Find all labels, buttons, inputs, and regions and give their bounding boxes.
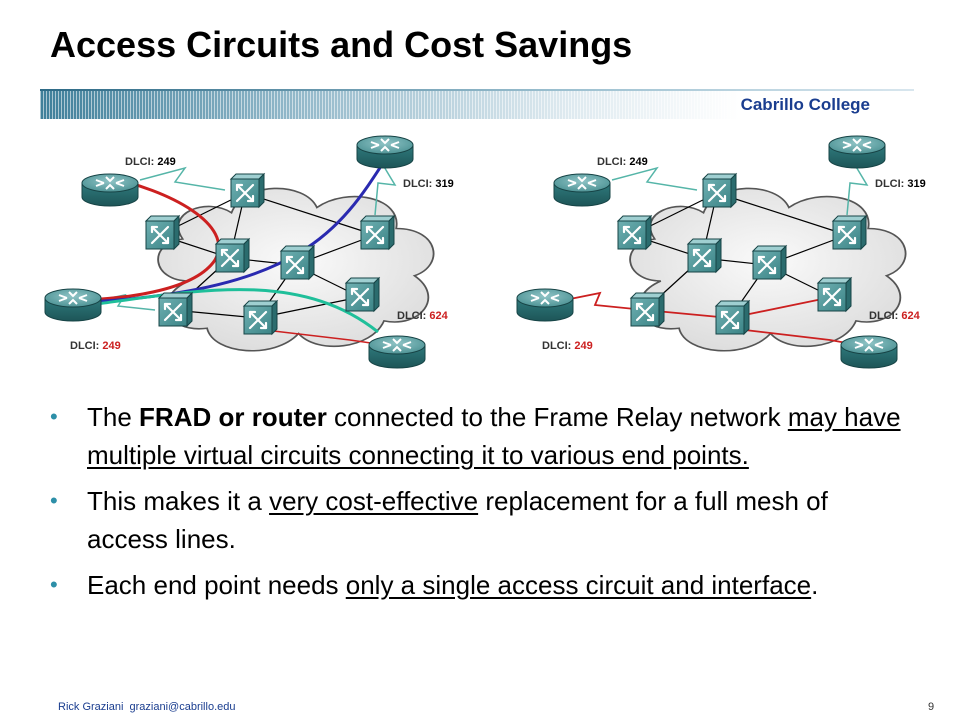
banner-topline [40, 89, 914, 91]
left-router-top-right [356, 135, 414, 169]
banner-stripes [40, 89, 914, 119]
left-diagram: DLCI: 249 DLCI: 319 DLCI: 624 DLCI: 249 [44, 135, 454, 369]
right-dlci-label-2: DLCI: 319 [875, 178, 926, 190]
left-vc-green [89, 288, 379, 334]
bullet-marker: • [50, 404, 58, 429]
right-switch-5 [831, 214, 868, 251]
left-dlci-label-3: DLCI: 624 [397, 310, 449, 322]
bullet-text: Each end point needs only a single acces… [87, 570, 819, 600]
right-switch-4 [751, 244, 788, 281]
left-switch-1 [229, 172, 266, 209]
bullet-marker: • [50, 572, 58, 597]
underlined-text: only a single access circuit and interfa… [345, 570, 812, 600]
underlined-text: may have multiple virtual circuits conne… [87, 402, 901, 470]
left-switch-5 [359, 214, 396, 251]
page-number: 9 [928, 701, 935, 713]
left-router-bottom-left [44, 288, 102, 322]
emphasis-text: FRAD or router [139, 402, 327, 432]
footer-email: graziani@cabrillo.edu [129, 701, 236, 713]
left-router-bottom-right [368, 335, 426, 369]
bullet-marker: • [50, 488, 58, 513]
left-vc-red [84, 175, 221, 302]
right-router-top-left [553, 173, 611, 207]
underlined-text: very cost-effective [269, 486, 479, 516]
bullet-text: The FRAD or router connected to the Fram… [87, 402, 901, 470]
right-switch-8 [714, 299, 751, 336]
right-switch-6 [816, 276, 853, 313]
bullet-list: • The FRAD or router connected to the Fr… [50, 398, 910, 612]
slide-title: Access Circuits and Cost Savings [50, 24, 633, 65]
bullet-item-1: • The FRAD or router connected to the Fr… [50, 398, 910, 474]
left-switch-3 [214, 237, 251, 274]
left-switch-8 [242, 299, 279, 336]
footer-author: Rick Graziani [58, 701, 124, 713]
right-diagram: DLCI: 249 DLCI: 319 DLCI: 624 DLCI: 249 [516, 135, 926, 369]
left-switch-4 [279, 244, 316, 281]
right-switch-2 [616, 214, 653, 251]
bullet-text: This makes it a very cost-effective repl… [87, 486, 828, 554]
left-switch-6 [344, 276, 381, 313]
left-switch-2 [144, 214, 181, 251]
right-dlci-label-4: DLCI: 249 [542, 340, 593, 352]
left-dlci-label-2: DLCI: 319 [403, 178, 454, 190]
right-switch-7 [629, 291, 666, 328]
left-dlci-label-4: DLCI: 249 [70, 340, 121, 352]
frame-relay-diagrams: DLCI: 249 DLCI: 319 DLCI: 624 DLCI: 249 [44, 135, 926, 369]
college-name: Cabrillo College [740, 95, 870, 114]
right-access-links [611, 159, 869, 216]
right-dlci-label-3: DLCI: 624 [869, 310, 921, 322]
right-switch-3 [686, 237, 723, 274]
right-router-top-right [828, 135, 886, 169]
right-dlci-label-1: DLCI: 249 [597, 156, 648, 168]
footer-credits: Rick Graziani graziani@cabrillo.edu [58, 701, 235, 713]
left-switch-7 [157, 291, 194, 328]
right-switch-1 [701, 172, 738, 209]
bullet-item-3: • Each end point needs only a single acc… [50, 566, 910, 604]
bullet-item-2: • This makes it a very cost-effective re… [50, 482, 910, 558]
left-router-top-left [81, 173, 139, 207]
title-banner: Cabrillo College [40, 89, 914, 119]
right-router-bottom-right [840, 335, 898, 369]
right-router-bottom-left [516, 288, 574, 322]
left-dlci-label-1: DLCI: 249 [125, 156, 176, 168]
